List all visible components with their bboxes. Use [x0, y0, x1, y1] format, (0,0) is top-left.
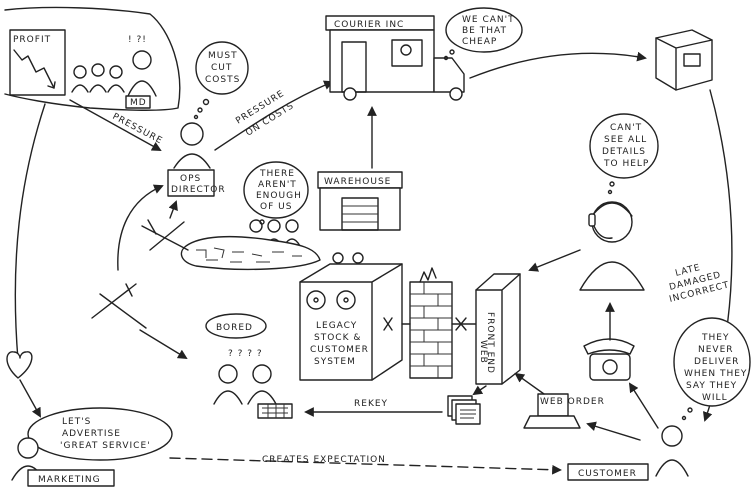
svg-text:CUT: CUT [211, 63, 232, 73]
marketing-label-box [27, 469, 115, 487]
marketing-thought: LET'S ADVERTISE 'GREAT SERVICE' [27, 407, 173, 461]
svg-text:ENOUGH: ENOUGH [256, 191, 302, 201]
heart-icon [6, 351, 33, 379]
keyboard [257, 403, 293, 419]
managing-director-figure: ! ?! MD [125, 35, 157, 109]
marketing-label: MARKETING [38, 475, 101, 485]
svg-text:'GREAT SERVICE': 'GREAT SERVICE' [60, 441, 151, 451]
swords-to-ops-arrow [168, 200, 178, 219]
svg-text:FRONT END: FRONT END [485, 312, 495, 374]
svg-text:CHEAP: CHEAP [462, 37, 497, 47]
legacy-system: LEGACY STOCK & CUSTOMER SYSTEM [299, 252, 403, 381]
creates-expectation-arrow [169, 457, 562, 475]
svg-text:BE THAT: BE THAT [462, 26, 507, 36]
svg-text:CUSTOMER: CUSTOMER [310, 345, 369, 355]
call-centre-thought: CAN'T SEE ALL DETAILS TO HELP [589, 113, 659, 195]
marketing-figure [11, 437, 45, 481]
web-front-end-server: FRONT END WEB [475, 273, 521, 385]
agent-to-server-arrow [528, 249, 581, 272]
customer-to-laptop-arrow [586, 421, 641, 441]
warehouse-label: WAREHOUSE [324, 177, 391, 187]
bored-label: BORED [216, 323, 253, 333]
customer-figure [655, 425, 689, 477]
boardroom-cloud: PROFIT ! ?! MD [4, 6, 181, 112]
telephone [583, 338, 635, 381]
customer-to-phone-arrow [628, 382, 659, 429]
ops-to-staff-arrow [117, 184, 164, 271]
conflict-swords-upper [141, 219, 189, 251]
customer-label: CUSTOMER [578, 469, 637, 479]
svg-text:STOCK &: STOCK & [314, 333, 361, 343]
laptop-to-server-arrow [514, 372, 545, 395]
shock-marks: ! ?! [128, 35, 147, 45]
svg-text:MUST: MUST [208, 51, 238, 61]
printed-orders [447, 395, 481, 425]
warehouse-staff [180, 219, 321, 271]
svg-text:OF US: OF US [260, 202, 292, 212]
complaints-label: LATE DAMAGED INCORRECT [668, 263, 730, 305]
svg-text:COSTS: COSTS [205, 75, 240, 85]
profit-chart-board [9, 29, 66, 96]
pressure-arrow [69, 99, 162, 151]
svg-text:AREN'T: AREN'T [258, 180, 297, 190]
svg-text:WEB ORDER: WEB ORDER [540, 397, 605, 407]
svg-text:CAN'T: CAN'T [610, 123, 642, 133]
svg-text:ADVERTISE: ADVERTISE [62, 429, 121, 439]
delivery-arrow [469, 51, 647, 79]
falling-profit-line [13, 49, 55, 89]
svg-text:LEGACY: LEGACY [316, 321, 357, 331]
bored-staff [213, 364, 277, 405]
svg-text:? ? ? ?: ? ? ? ? [228, 349, 263, 359]
board-members [71, 63, 125, 93]
md-label: MD [130, 98, 147, 108]
profit-label: PROFIT [13, 35, 51, 45]
svg-text:WILL: WILL [702, 393, 728, 403]
courier-label: COURIER INC [334, 20, 404, 30]
bored-staff-thought: BORED ? ? ? ? [205, 313, 267, 359]
ops-director-label-2: DIRECTOR [171, 185, 226, 195]
svg-text:THEY: THEY [701, 333, 729, 343]
svg-text:SEE ALL: SEE ALL [604, 135, 647, 145]
heart-to-marketing-arrow [19, 379, 41, 418]
laptop-web-order: WEB ORDER [523, 393, 605, 429]
ops-director-label-1: OPS [180, 174, 201, 184]
svg-text:WHEN THEY: WHEN THEY [684, 369, 747, 379]
must-cut-costs-bubble: MUST CUT COSTS [193, 41, 249, 120]
pressure-on-costs-arrow [214, 80, 334, 151]
courier-truck: COURIER INC [325, 15, 465, 101]
parcel-pile [180, 235, 321, 271]
pressure-label: PRESSURE [111, 112, 165, 147]
svg-text:WEB: WEB [478, 340, 488, 364]
customer-thought: THEY NEVER DELIVER WHEN THEY SAY THEY WI… [673, 317, 751, 421]
call-centre-agent [579, 201, 645, 291]
rekey-label: REKEY [354, 399, 388, 409]
svg-text:TO HELP: TO HELP [603, 159, 649, 169]
boardroom-to-marketing-line [14, 103, 46, 361]
svg-text:LET'S: LET'S [62, 417, 91, 427]
brick-firewall [409, 267, 453, 379]
warehouse: WAREHOUSE [317, 171, 403, 231]
swords-to-bored-staff-arrow [139, 329, 188, 360]
conflict-swords-lower [91, 283, 147, 329]
courier-thought-bubble: WE CAN'T BE THAT CHEAP [443, 7, 523, 61]
ops-director: OPS DIRECTOR [167, 122, 226, 197]
svg-text:NEVER: NEVER [698, 345, 734, 355]
warehouse-staff-thought: THERE AREN'T ENOUGH OF US [243, 161, 309, 225]
no-connection-markers [383, 317, 477, 331]
svg-text:THERE: THERE [259, 169, 295, 179]
creates-expectation-label: CREATES EXPECTATION [262, 455, 386, 465]
server-to-print-arrow [472, 385, 487, 396]
svg-text:SAY THEY: SAY THEY [686, 381, 737, 391]
svg-text:DELIVER: DELIVER [694, 357, 739, 367]
svg-text:DETAILS: DETAILS [602, 147, 646, 157]
svg-text:WE CAN'T: WE CAN'T [462, 15, 515, 25]
svg-text:SYSTEM: SYSTEM [314, 357, 356, 367]
parcel-box [655, 29, 713, 91]
customer-label-box [567, 463, 649, 481]
